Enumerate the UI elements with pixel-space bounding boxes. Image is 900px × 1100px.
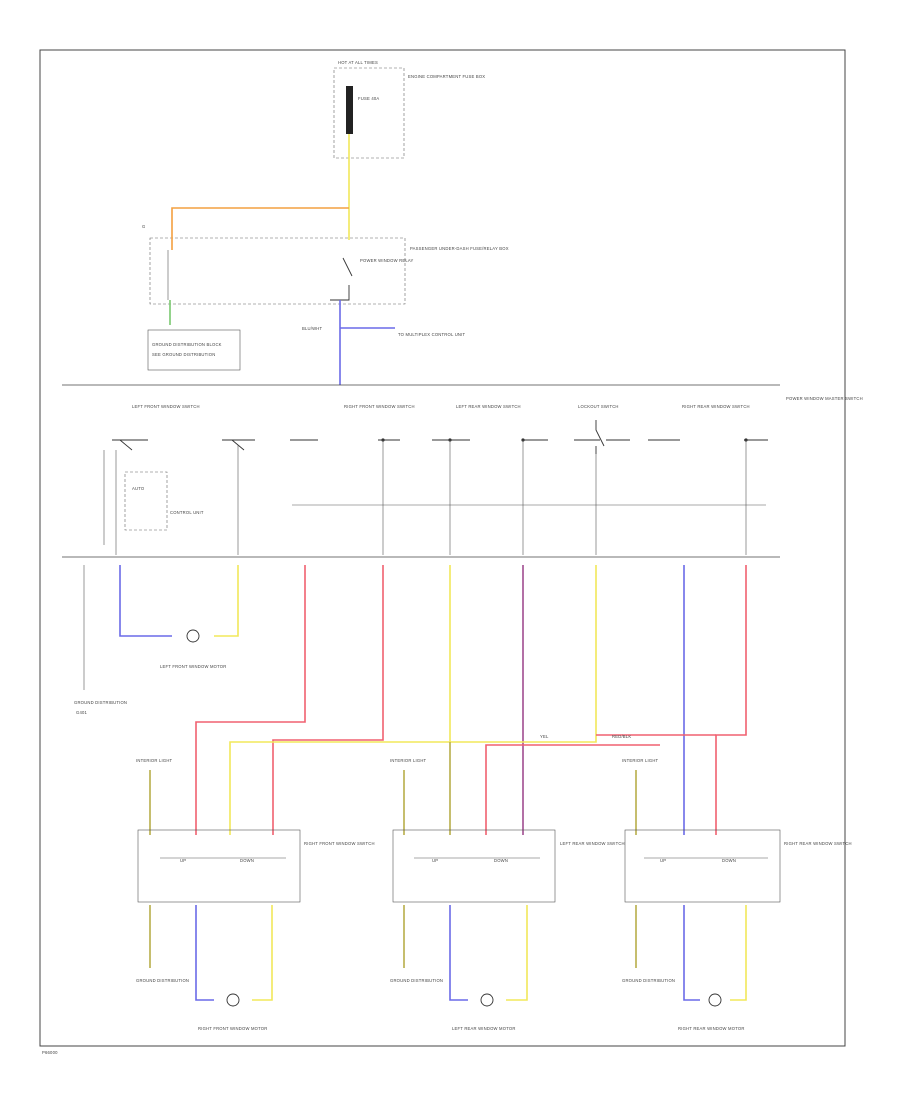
- right-front-switch-header: RIGHT FRONT WINDOW SWITCH: [344, 404, 415, 409]
- under-dash-box-label: PASSENGER UNDER-DASH FUSE/RELAY BOX: [410, 246, 509, 251]
- rf-switch-box-label: RIGHT FRONT WINDOW SWITCH: [304, 841, 375, 846]
- interior-light-label-1: INTERIOR LIGHT: [136, 758, 173, 763]
- master-switch-label: POWER WINDOW MASTER SWITCH: [786, 396, 863, 401]
- ground-point-label: G401: [76, 710, 88, 715]
- left-front-switch-header: LEFT FRONT WINDOW SWITCH: [132, 404, 200, 409]
- control-unit-box: [124, 471, 168, 531]
- hot-at-all-times-label: HOT AT ALL TIMES: [338, 60, 378, 65]
- under-dash-box: [149, 237, 406, 305]
- rf-down-label: DOWN: [240, 858, 254, 863]
- rr-switch-box: [624, 829, 781, 903]
- yel-wire-label: YEL: [540, 734, 549, 739]
- g-wire-label: G: [142, 224, 145, 229]
- rf-up-label: UP: [180, 858, 186, 863]
- power-window-relay-label: POWER WINDOW RELAY: [360, 258, 414, 263]
- fuse-box: [333, 67, 405, 159]
- lr-up-label: UP: [432, 858, 438, 863]
- fuse-rating-label: FUSE 40A: [358, 96, 379, 101]
- multiplex-label: TO MULTIPLEX CONTROL UNIT: [398, 332, 466, 337]
- lockout-header: LOCKOUT SWITCH: [578, 404, 619, 409]
- left-rear-switch-header: LEFT REAR WINDOW SWITCH: [456, 404, 521, 409]
- ground-label-lr: GROUND DISTRIBUTION: [390, 978, 443, 983]
- rf-switch-box: [137, 829, 301, 903]
- lr-motor-label: LEFT REAR WINDOW MOTOR: [452, 1026, 516, 1031]
- ground-block-label: GROUND DISTRIBUTION BLOCK: [152, 342, 222, 347]
- rr-switch-box-label: RIGHT REAR WINDOW SWITCH: [784, 841, 852, 846]
- left-front-motor-label: LEFT FRONT WINDOW MOTOR: [160, 664, 226, 669]
- bl-wire-label: BLU/WHT: [302, 326, 322, 331]
- ground-block-box: [147, 329, 241, 371]
- ground-label-rr: GROUND DISTRIBUTION: [622, 978, 675, 983]
- lr-switch-box: [392, 829, 556, 903]
- rr-motor-label: RIGHT REAR WINDOW MOTOR: [678, 1026, 745, 1031]
- rr-down-label: DOWN: [722, 858, 736, 863]
- see-ground-label: SEE GROUND DISTRIBUTION: [152, 352, 215, 357]
- interior-light-label-2: INTERIOR LIGHT: [390, 758, 427, 763]
- fuse-box-label: ENGINE COMPARTMENT FUSE BOX: [408, 74, 485, 79]
- red-wire-label: RED/BLK: [612, 734, 631, 739]
- control-unit-label: CONTROL UNIT: [170, 510, 204, 515]
- interior-light-label-3: INTERIOR LIGHT: [622, 758, 659, 763]
- ground-distribution-label: GROUND DISTRIBUTION: [74, 700, 127, 705]
- rf-motor-label: RIGHT FRONT WINDOW MOTOR: [198, 1026, 267, 1031]
- rr-up-label: UP: [660, 858, 666, 863]
- lr-switch-box-label: LEFT REAR WINDOW SWITCH: [560, 841, 625, 846]
- auto-label: AUTO: [132, 486, 145, 491]
- lr-down-label: DOWN: [494, 858, 508, 863]
- figure-id: P66000: [42, 1050, 58, 1055]
- diagram-frame: [39, 49, 846, 1047]
- fuse-element: [346, 86, 353, 134]
- ground-label-rf: GROUND DISTRIBUTION: [136, 978, 189, 983]
- right-rear-switch-header: RIGHT REAR WINDOW SWITCH: [682, 404, 750, 409]
